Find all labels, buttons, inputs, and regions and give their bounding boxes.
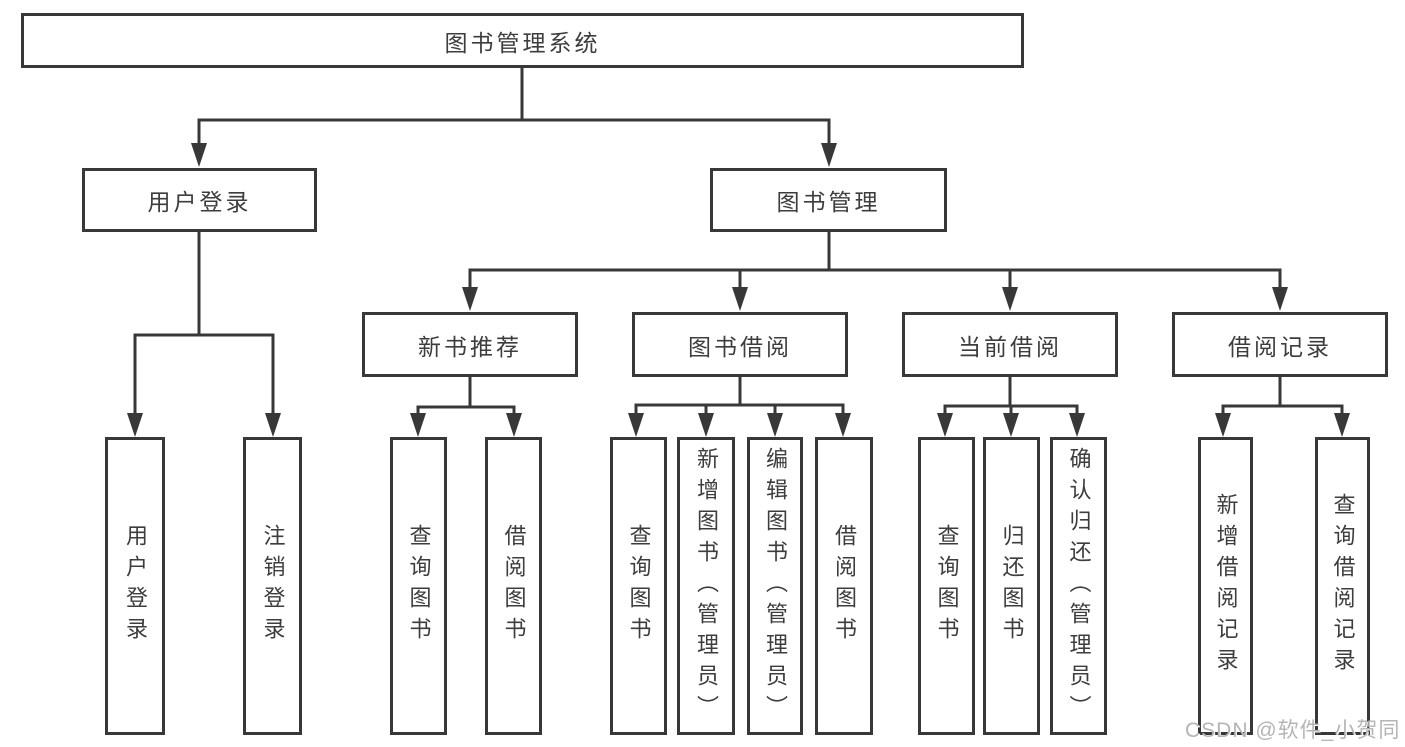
leaf-edit-books-admin: 编辑图书（管理员） [747, 437, 803, 735]
node-new-book-recommend: 新书推荐 [362, 312, 578, 377]
node-user-login-group: 用户登录 [82, 168, 317, 232]
leaf-recommend-borrow-books: 借阅图书 [485, 437, 542, 735]
node-book-borrowing: 图书借阅 [632, 312, 848, 377]
node-book-management-group: 图书管理 [710, 168, 947, 232]
node-borrow-records: 借阅记录 [1172, 312, 1388, 377]
leaf-logout: 注销登录 [243, 437, 302, 735]
leaf-borrow-books: 借阅图书 [815, 437, 873, 735]
leaf-borrowing-query-books: 查询图书 [610, 437, 667, 735]
node-current-borrowing: 当前借阅 [902, 312, 1118, 377]
leaf-recommend-query-books: 查询图书 [390, 437, 447, 735]
leaf-add-books-admin: 新增图书（管理员） [677, 437, 735, 735]
leaf-return-books: 归还图书 [983, 437, 1040, 735]
leaf-current-query-books: 查询图书 [918, 437, 975, 735]
leaf-user-login: 用户登录 [105, 437, 165, 735]
leaf-query-borrow-record: 查询借阅记录 [1315, 437, 1370, 735]
leaf-add-borrow-record: 新增借阅记录 [1198, 437, 1253, 735]
leaf-confirm-return-admin: 确认归还（管理员） [1050, 437, 1107, 735]
csdn-watermark: CSDN @软件_小贺同学 [1185, 719, 1401, 742]
node-root-library-system: 图书管理系统 [21, 13, 1024, 68]
